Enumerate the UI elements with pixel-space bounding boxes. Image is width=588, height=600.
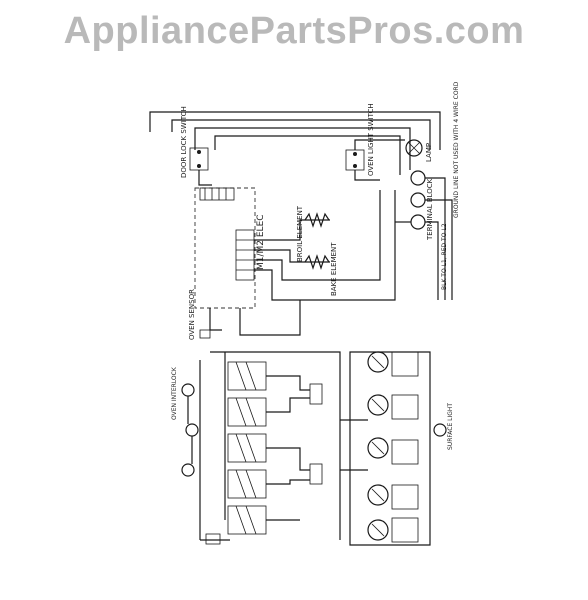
interlock-label: OVEN INTERLOCK — [171, 366, 178, 420]
broil-element-label: BROIL ELEMENT — [296, 205, 304, 262]
control-label: M1/M2 ELEC — [256, 214, 266, 270]
lamp-label: LAMP — [425, 143, 433, 162]
oven-light-switch-label: OVEN LIGHT SWITCH — [367, 103, 375, 176]
terminal-block-label: TERMINAL BLOCK — [426, 178, 434, 241]
door-lock-switch-label: DOOR LOCK SWITCH — [180, 106, 188, 178]
lower-wiring — [181, 351, 447, 546]
oven-sensor-label: OVEN SENSOR — [188, 289, 196, 340]
diagram-labels: M1/M2 ELEC BROIL ELEMENT BAKE ELEMENT OV… — [171, 81, 460, 450]
watermark-logo: AppliancePartsPros.com — [63, 10, 525, 52]
wire-note: BLK TO L1, RED TO L2 — [441, 223, 448, 290]
bake-element-label: BAKE ELEMENT — [330, 242, 338, 296]
upper-wiring — [149, 111, 453, 339]
surface-light-label: SURFACE LIGHT — [447, 403, 454, 450]
ground-note: GROUND LINE NOT USED WITH 4 WIRE CORD — [453, 81, 460, 218]
